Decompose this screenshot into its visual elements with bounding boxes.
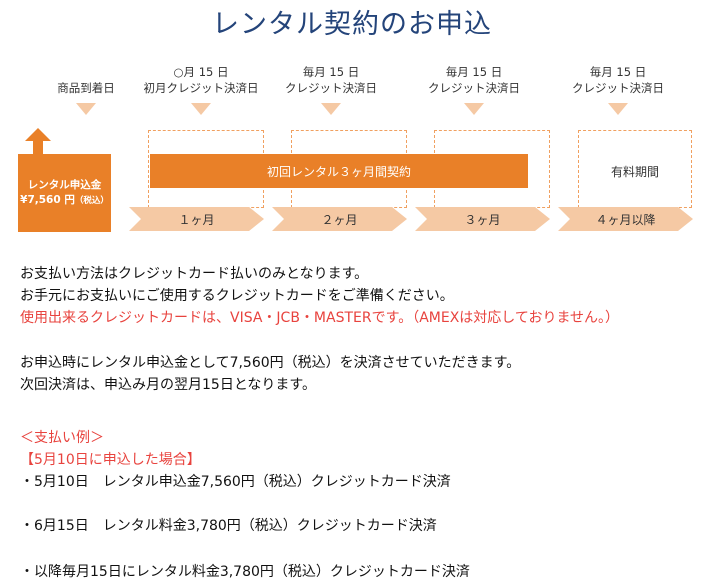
date-label-first-payment: ○月 15 日 初月クレジット決済日 <box>131 64 271 96</box>
date-label-line1: 毎月 15 日 <box>589 65 647 79</box>
payment-marker-icon <box>464 103 484 115</box>
example-item-1: ・5月10日 レンタル申込金7,560円（税込）クレジットカード決済 <box>20 474 451 490</box>
date-label-line2: 初月クレジット決済日 <box>143 81 259 95</box>
date-label-line2: クレジット決済日 <box>572 81 664 95</box>
date-label-payment-3: 毎月 15 日 クレジット決済日 <box>404 64 544 96</box>
date-label-line2: クレジット決済日 <box>428 81 520 95</box>
up-arrow-icon <box>25 128 51 156</box>
prepare-card-text: お手元にお支払いにご使用するクレジットカードをご準備ください。 <box>20 288 454 304</box>
date-label-line2: クレジット決済日 <box>285 81 377 95</box>
example-heading: ＜支払い例＞ <box>20 430 104 446</box>
initial-contract-bar: 初回レンタル３ヶ月間契約 <box>150 154 528 188</box>
month-label-3: ３ヶ月 <box>464 212 501 227</box>
example-item-3: ・以降毎月15日にレンタル料金3,780円（税込）クレジットカード決済 <box>20 564 470 580</box>
month-arrow-1: １ヶ月 <box>129 207 264 231</box>
accepted-cards-notice: 使用出来るクレジットカードは、VISA・JCB・MASTERです。（AMEXは対… <box>20 310 620 326</box>
initial-charge-text: お申込時にレンタル申込金として7,560円（税込）を決済させていただきます。 <box>20 355 521 371</box>
month-label-1: １ヶ月 <box>178 212 215 227</box>
arrival-marker-icon <box>76 103 96 115</box>
payment-method-text: お支払い方法はクレジットカード払いのみとなります。 <box>20 266 369 282</box>
date-label-line2: 商品到着日 <box>57 81 115 95</box>
fee-tax-note: （税込） <box>74 195 109 206</box>
page-title: レンタル契約のお申込 <box>212 9 492 40</box>
date-label-line1: 毎月 15 日 <box>445 65 503 79</box>
fee-label: レンタル申込金 <box>27 178 102 191</box>
payment-marker-icon <box>321 103 341 115</box>
date-label-arrival: 商品到着日 <box>16 64 156 96</box>
month-arrow-2: ２ヶ月 <box>272 207 407 231</box>
date-label-payment-4: 毎月 15 日 クレジット決済日 <box>548 64 688 96</box>
fee-amount: ¥7,560 円 <box>20 193 75 206</box>
date-label-payment-2: 毎月 15 日 クレジット決済日 <box>261 64 401 96</box>
example-case: 【5月10日に申込した場合】 <box>20 452 201 468</box>
payment-marker-icon <box>191 103 211 115</box>
month-label-2: ２ヶ月 <box>321 212 358 227</box>
month-arrow-4: ４ヶ月以降 <box>558 207 693 231</box>
payment-marker-icon <box>608 103 628 115</box>
application-fee-box: レンタル申込金 ¥7,560 円（税込） <box>18 154 111 232</box>
fee-amount-row: ¥7,560 円（税込） <box>18 193 111 209</box>
month-arrow-3: ３ヶ月 <box>415 207 550 231</box>
example-item-2: ・6月15日 レンタル料金3,780円（税込）クレジットカード決済 <box>20 518 437 534</box>
date-label-line1: ○月 15 日 <box>173 65 229 79</box>
next-charge-text: 次回決済は、申込み月の翌月15日となります。 <box>20 377 316 393</box>
month-label-4: ４ヶ月以降 <box>595 212 656 227</box>
paid-period-label: 有料期間 <box>610 164 659 179</box>
date-label-line1: 毎月 15 日 <box>302 65 360 79</box>
